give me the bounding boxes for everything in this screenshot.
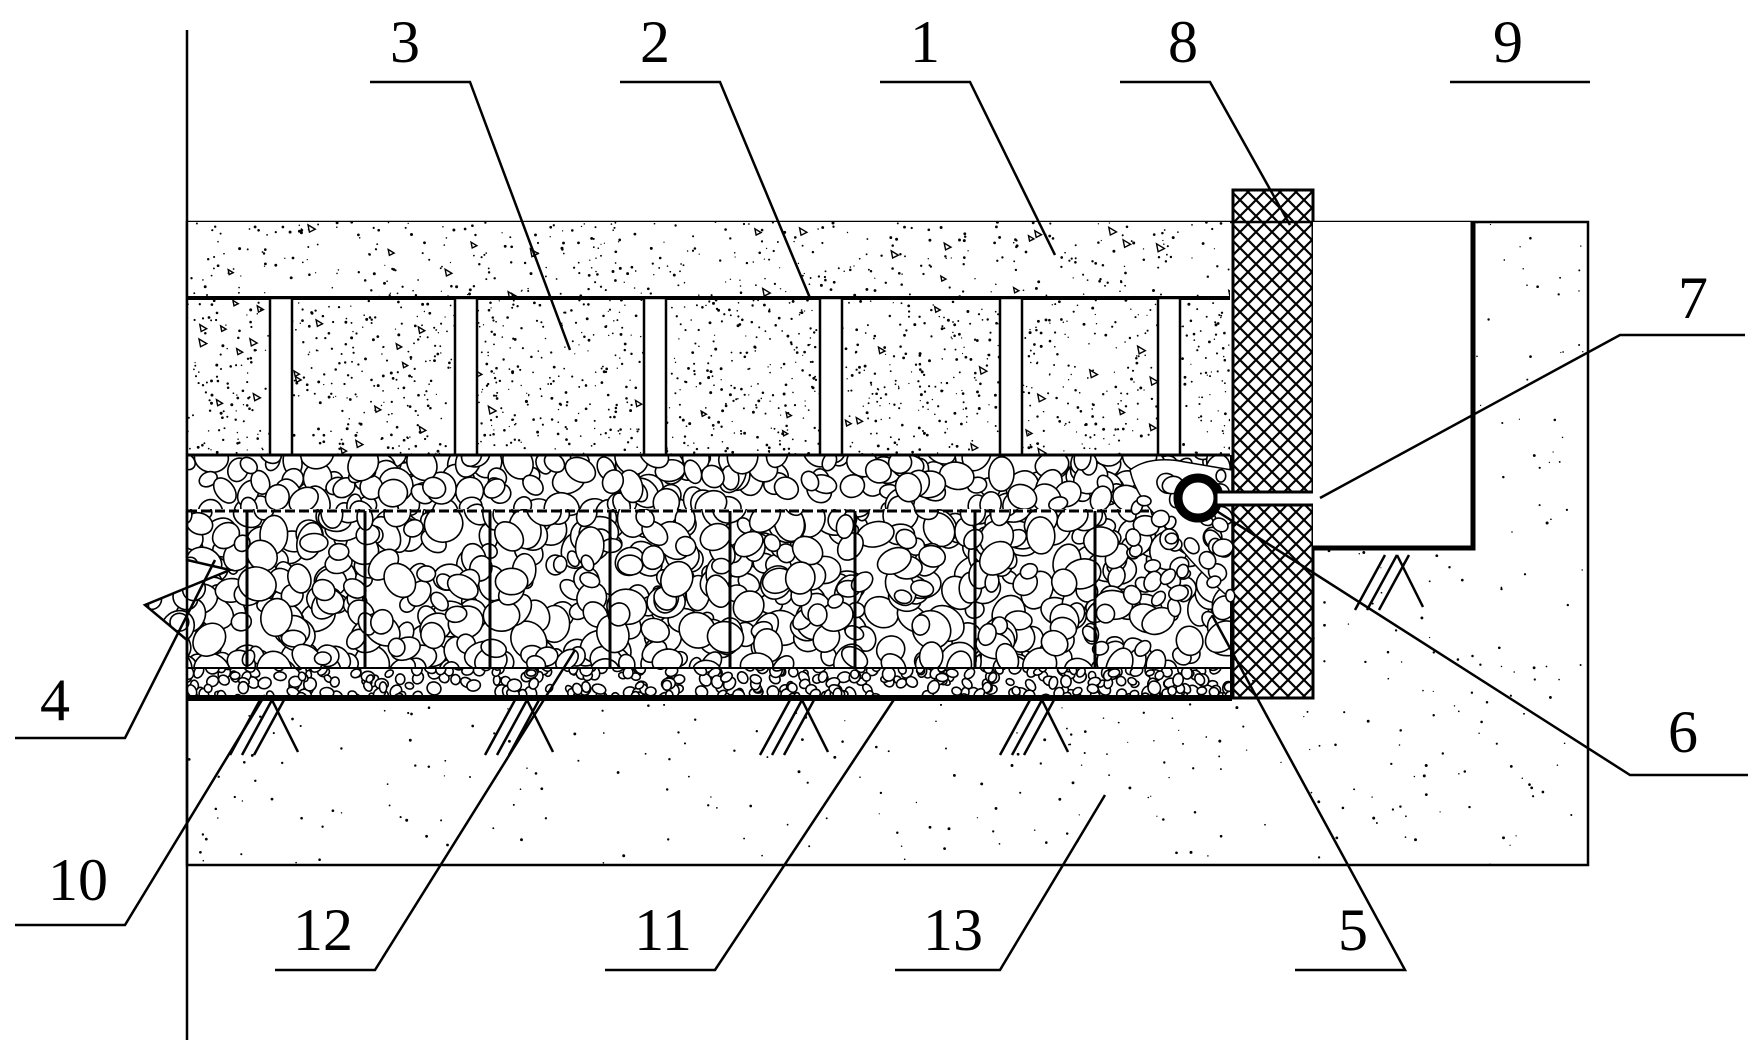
label-13: 13 — [923, 897, 983, 963]
label-4: 4 — [40, 667, 70, 733]
drain-pipe-assembly — [1122, 459, 1322, 606]
label-12: 12 — [293, 897, 353, 963]
surface-course — [187, 222, 1230, 300]
curb-wall — [1231, 188, 1315, 700]
label-8: 8 — [1168, 9, 1198, 75]
fine-gravel-layer — [187, 455, 1234, 701]
label-7: 7 — [1678, 265, 1708, 331]
label-3: 3 — [390, 9, 420, 75]
label-1: 1 — [910, 9, 940, 75]
drain-pipe — [1173, 473, 1223, 523]
drainage-ditch — [1313, 222, 1476, 551]
label-11: 11 — [634, 897, 692, 963]
leader-lines — [15, 80, 1748, 972]
pervious-base-layer — [187, 296, 1230, 457]
label-2: 2 — [640, 9, 670, 75]
label-10: 10 — [48, 847, 108, 913]
lower-aggregate-layer — [142, 509, 1230, 668]
soil-hatch-symbols — [228, 554, 1425, 756]
label-6: 6 — [1668, 699, 1698, 765]
outlet-pipe — [1214, 490, 1322, 507]
callout-labels: 3 2 1 8 9 7 4 6 10 12 11 13 5 — [40, 9, 1708, 963]
label-9: 9 — [1493, 9, 1523, 75]
label-5: 5 — [1338, 897, 1368, 963]
